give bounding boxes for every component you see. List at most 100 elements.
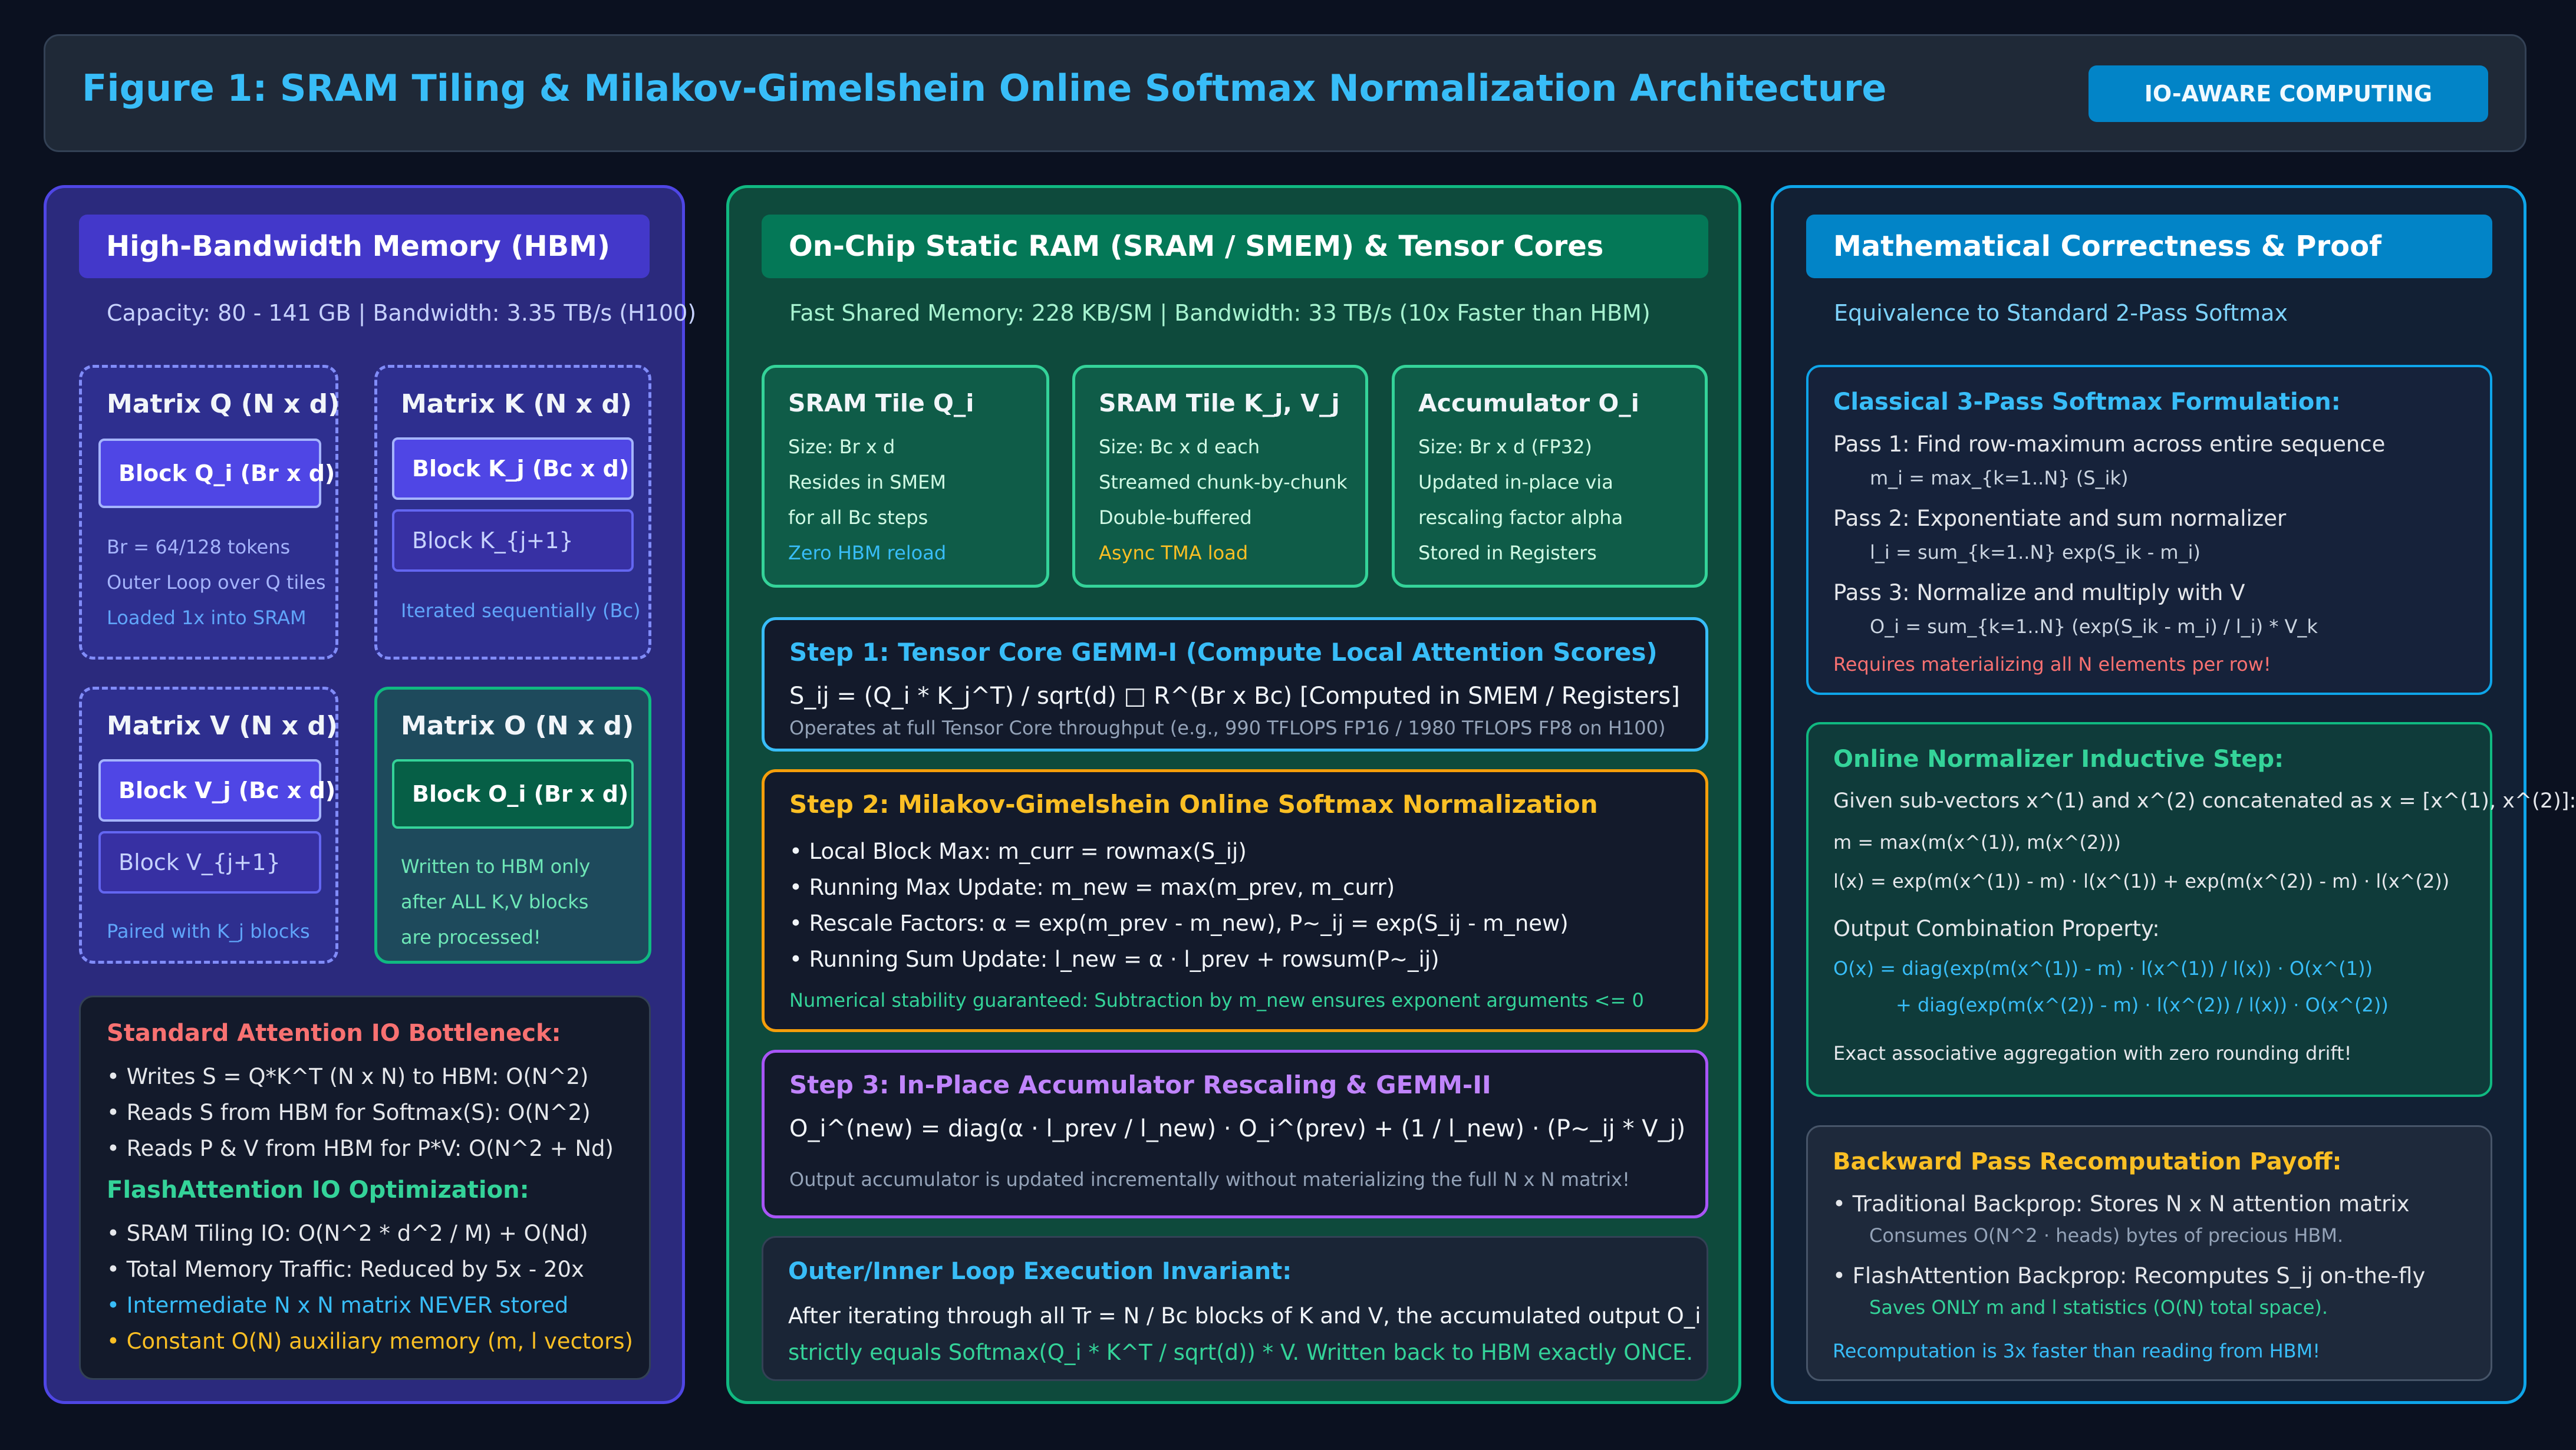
- step-2-note: Numerical stability guaranteed: Subtract…: [789, 989, 1644, 1011]
- sram-title: On-Chip Static RAM (SRAM / SMEM) & Tenso…: [762, 215, 1708, 278]
- matrix-k-label: Matrix K (N x d): [401, 389, 632, 419]
- step-2-item-1: • Local Block Max: m_curr = rowmax(S_ij): [789, 839, 1247, 864]
- step-2-title: Step 2: Milakov-Gimelshein Online Softma…: [789, 790, 1598, 819]
- sram-tile-q-label: SRAM Tile Q_i: [788, 389, 974, 417]
- matrix-q-note-2: Outer Loop over Q tiles: [107, 571, 326, 594]
- classical-pass-3: Pass 3: Normalize and multiply with V: [1833, 580, 2245, 605]
- inductive-m-formula: m = max(m(x^(1)), m(x^(2))): [1833, 831, 2121, 853]
- matrix-q-box: Matrix Q (N x d) Block Q_i (Br x d) Br =…: [79, 365, 340, 660]
- matrix-k-box: Matrix K (N x d) Block K_j (Bc x d) Bloc…: [374, 365, 651, 660]
- math-panel: Mathematical Correctness & Proof Equival…: [1771, 185, 2576, 1404]
- inductive-given: Given sub-vectors x^(1) and x^(2) concat…: [1833, 789, 2576, 813]
- step-3-formula: O_i^(new) = diag(α · l_prev / l_new) · O…: [789, 1115, 1686, 1142]
- matrix-q-note-1: Br = 64/128 tokens: [107, 536, 291, 558]
- sram-tile-q-line-1: Size: Br x d: [788, 436, 895, 458]
- block-o-i: Block O_i (Br x d): [392, 759, 634, 829]
- step-1-box: Step 1: Tensor Core GEMM-I (Compute Loca…: [762, 617, 1708, 752]
- backward-title: Backward Pass Recomputation Payoff:: [1833, 1148, 2342, 1175]
- sram-tile-kv-accent: Async TMA load: [1099, 542, 1249, 564]
- sram-tile-q-line-3: for all Bc steps: [788, 506, 928, 529]
- optimization-item-4: • Constant O(N) auxiliary memory (m, l v…: [107, 1329, 633, 1354]
- sram-tile-q-accent: Zero HBM reload: [788, 542, 947, 564]
- bottleneck-item-1: • Writes S = Q*K^T (N x N) to HBM: O(N^2…: [107, 1064, 589, 1089]
- matrix-v-box: Matrix V (N x d) Block V_j (Bc x d) Bloc…: [79, 687, 338, 964]
- math-subtitle: Equivalence to Standard 2-Pass Softmax: [1834, 300, 2288, 326]
- online-normalizer-box: Online Normalizer Inductive Step: Given …: [1806, 722, 2576, 1097]
- step-1-title: Step 1: Tensor Core GEMM-I (Compute Loca…: [789, 638, 1658, 667]
- matrix-v-note: Paired with K_j blocks: [107, 920, 310, 943]
- step-3-box: Step 3: In-Place Accumulator Rescaling &…: [762, 1050, 1708, 1218]
- accumulator-line-2: Updated in-place via: [1418, 471, 1613, 493]
- accumulator-tile: Accumulator O_i Size: Br x d (FP32) Upda…: [1392, 365, 1708, 588]
- block-v-next: Block V_{j+1}: [98, 831, 321, 894]
- inductive-title: Online Normalizer Inductive Step:: [1833, 746, 2284, 773]
- io-bottleneck-box: Standard Attention IO Bottleneck: • Writ…: [79, 996, 651, 1380]
- backward-pass-box: Backward Pass Recomputation Payoff: • Tr…: [1806, 1125, 2492, 1381]
- step-3-note: Output accumulator is updated incrementa…: [789, 1168, 1630, 1191]
- bottleneck-item-3: • Reads P & V from HBM for P*V: O(N^2 + …: [107, 1136, 614, 1161]
- loop-invariant-line-2: strictly equals Softmax(Q_i * K^T / sqrt…: [788, 1340, 1694, 1365]
- classical-pass-1-formula: m_i = max_{k=1..N} (S_ik): [1870, 467, 2129, 489]
- sram-tile-kv: SRAM Tile K_j, V_j Size: Bc x d each Str…: [1072, 365, 1368, 588]
- matrix-o-box: Matrix O (N x d) Block O_i (Br x d) Writ…: [374, 687, 651, 964]
- matrix-v-label: Matrix V (N x d): [107, 711, 338, 741]
- block-q-i: Block Q_i (Br x d): [98, 439, 335, 508]
- accumulator-line-4: Stored in Registers: [1418, 542, 1597, 564]
- step-2-item-4: • Running Sum Update: l_new = α · l_prev…: [789, 947, 1439, 972]
- bottleneck-item-2: • Reads S from HBM for Softmax(S): O(N^2…: [107, 1100, 591, 1125]
- output-combination-line-2: + diag(exp(m(x^(2)) - m) · l(x^(2)) / l(…: [1896, 994, 2389, 1016]
- optimization-title: FlashAttention IO Optimization:: [107, 1177, 529, 1204]
- sram-tile-kv-line-1: Size: Bc x d each: [1099, 436, 1260, 458]
- step-1-formula: S_ij = (Q_i * K_j^T) / sqrt(d) □ R^(Br x…: [789, 683, 1680, 710]
- matrix-o-label: Matrix O (N x d): [401, 711, 634, 741]
- accumulator-line-3: rescaling factor alpha: [1418, 506, 1623, 529]
- backward-item-1: • Traditional Backprop: Stores N x N att…: [1833, 1191, 2410, 1217]
- block-k-j: Block K_j (Bc x d): [392, 437, 634, 500]
- matrix-k-note: Iterated sequentially (Bc): [401, 599, 641, 622]
- step-1-note: Operates at full Tensor Core throughput …: [789, 717, 1666, 739]
- math-title: Mathematical Correctness & Proof: [1806, 215, 2492, 278]
- sram-tile-q-line-2: Resides in SMEM: [788, 471, 946, 493]
- hbm-title: High-Bandwidth Memory (HBM): [79, 215, 650, 278]
- optimization-item-3: • Intermediate N x N matrix NEVER stored: [107, 1293, 569, 1318]
- matrix-q-label: Matrix Q (N x d): [107, 389, 340, 419]
- matrix-q-note-3: Loaded 1x into SRAM: [107, 607, 307, 629]
- output-combination-line-1: O(x) = diag(exp(m(x^(1)) - m) · l(x^(1))…: [1833, 957, 2373, 980]
- loop-invariant-box: Outer/Inner Loop Execution Invariant: Af…: [762, 1236, 1708, 1381]
- classical-pass-3-formula: O_i = sum_{k=1..N} (exp(S_ik - m_i) / l_…: [1870, 615, 2318, 638]
- block-k-next: Block K_{j+1}: [392, 509, 634, 572]
- hbm-subtitle: Capacity: 80 - 141 GB | Bandwidth: 3.35 …: [107, 300, 697, 326]
- hbm-panel: High-Bandwidth Memory (HBM) Capacity: 80…: [44, 185, 696, 1404]
- backward-item-2-sub: Saves ONLY m and l statistics (O(N) tota…: [1869, 1296, 2328, 1319]
- classical-warning: Requires materializing all N elements pe…: [1833, 653, 2271, 675]
- classical-pass-2: Pass 2: Exponentiate and sum normalizer: [1833, 506, 2287, 531]
- figure-title: Figure 1: SRAM Tiling & Milakov-Gimelshe…: [82, 67, 1887, 110]
- accumulator-label: Accumulator O_i: [1418, 389, 1639, 417]
- sram-tile-kv-line-2: Streamed chunk-by-chunk: [1099, 471, 1348, 493]
- matrix-o-note-2: after ALL K,V blocks: [401, 891, 589, 913]
- io-aware-badge: IO-AWARE COMPUTING: [2089, 65, 2488, 122]
- backward-item-1-sub: Consumes O(N^2 · heads) bytes of preciou…: [1869, 1224, 2344, 1247]
- output-combination-label: Output Combination Property:: [1833, 916, 2160, 941]
- sram-tile-kv-label: SRAM Tile K_j, V_j: [1099, 389, 1340, 417]
- step-3-title: Step 3: In-Place Accumulator Rescaling &…: [789, 1070, 1491, 1099]
- sram-tile-kv-line-3: Double-buffered: [1099, 506, 1252, 529]
- matrix-o-note-3: are processed!: [401, 926, 541, 948]
- classical-softmax-box: Classical 3-Pass Softmax Formulation: Pa…: [1806, 365, 2492, 695]
- figure-header: Figure 1: SRAM Tiling & Milakov-Gimelshe…: [44, 34, 2526, 152]
- step-2-item-3: • Rescale Factors: α = exp(m_prev - m_ne…: [789, 911, 1569, 936]
- backward-item-2: • FlashAttention Backprop: Recomputes S_…: [1833, 1263, 2426, 1288]
- optimization-item-1: • SRAM Tiling IO: O(N^2 * d^2 / M) + O(N…: [107, 1221, 588, 1246]
- inductive-l-formula: l(x) = exp(m(x^(1)) - m) · l(x^(1)) + ex…: [1833, 870, 2450, 892]
- matrix-o-note-1: Written to HBM only: [401, 855, 591, 878]
- bottleneck-title: Standard Attention IO Bottleneck:: [107, 1020, 561, 1047]
- accumulator-line-1: Size: Br x d (FP32): [1418, 436, 1592, 458]
- step-2-box: Step 2: Milakov-Gimelshein Online Softma…: [762, 769, 1708, 1032]
- sram-subtitle: Fast Shared Memory: 228 KB/SM | Bandwidt…: [789, 300, 1651, 326]
- block-v-j: Block V_j (Bc x d): [98, 759, 335, 822]
- classical-pass-1: Pass 1: Find row-maximum across entire s…: [1833, 431, 2386, 457]
- loop-invariant-title: Outer/Inner Loop Execution Invariant:: [788, 1258, 1292, 1285]
- backward-note: Recomputation is 3x faster than reading …: [1833, 1340, 2321, 1362]
- sram-panel: On-Chip Static RAM (SRAM / SMEM) & Tenso…: [726, 185, 1741, 1404]
- step-2-item-2: • Running Max Update: m_new = max(m_prev…: [789, 875, 1395, 900]
